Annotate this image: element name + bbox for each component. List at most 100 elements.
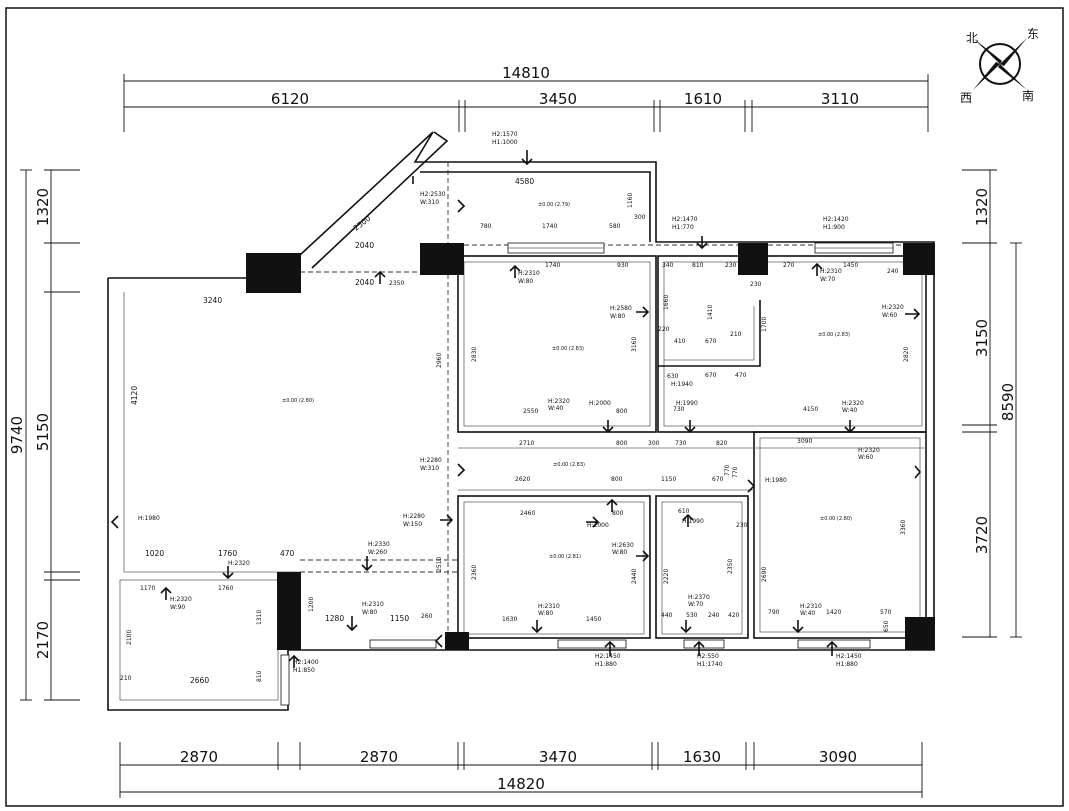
dim-bottom-total-label: 14820: [497, 775, 545, 793]
note: H:2280: [403, 513, 425, 520]
note: H:1990: [676, 400, 698, 407]
note: W:80: [538, 610, 553, 617]
note: H2:2530: [420, 191, 446, 198]
note: 1420: [826, 609, 841, 616]
note: 1150: [390, 614, 409, 623]
note: W:70: [820, 276, 835, 283]
note: 2510: [436, 557, 443, 572]
dim-left-part-1: 1320: [34, 188, 52, 226]
annotations: H2:1570 H1:1000 H2:2530 W:310 4580 2500 …: [120, 131, 910, 685]
note: 2040: [355, 278, 374, 287]
note: H1:880: [836, 661, 858, 668]
note: H2:1570: [492, 131, 518, 138]
note: 260: [421, 613, 433, 620]
note: 4580: [515, 177, 534, 186]
note: 1310: [256, 610, 263, 625]
note: 2350: [389, 280, 404, 287]
note: 2960: [436, 353, 443, 368]
note: H:2320: [882, 304, 904, 311]
note: W:150: [403, 521, 422, 528]
note: W:40: [548, 405, 563, 412]
note: H:2000: [587, 522, 609, 529]
dim-bottom-total: 14820: [120, 775, 922, 793]
note: H:1940: [671, 381, 693, 388]
note: H:2310: [820, 268, 842, 275]
level-label: ±0.00 (2.80): [820, 516, 852, 522]
drawing-frame: [5, 7, 1064, 807]
note: 1700: [761, 317, 768, 332]
note: W:40: [842, 407, 857, 414]
note: 470: [280, 549, 295, 558]
note: H1:770: [672, 224, 694, 231]
note: H:1980: [138, 515, 160, 522]
note: H:2320: [858, 447, 880, 454]
note: 770: [724, 464, 731, 476]
dim-bottom-part-1: 2870: [180, 748, 218, 766]
note: 3090: [797, 438, 812, 445]
note: 780: [480, 223, 492, 230]
note: 230: [725, 262, 737, 269]
note: 4120: [130, 386, 139, 405]
note: 420: [728, 612, 740, 619]
note: 800: [612, 510, 624, 517]
dim-top-part-2: 3450: [539, 90, 577, 108]
note: 210: [730, 331, 742, 338]
note: H:2320: [170, 596, 192, 603]
level-label: ±0.00 (2.83): [818, 332, 850, 338]
note: H2:550: [697, 653, 719, 660]
note: 240: [708, 612, 720, 619]
note: 2550: [523, 408, 538, 415]
dim-right-part-1: 1320: [973, 188, 991, 226]
note: 2620: [515, 476, 530, 483]
note: 1450: [843, 262, 858, 269]
structural-columns: [246, 243, 935, 650]
note: 730: [675, 440, 687, 447]
note: 800: [611, 476, 623, 483]
note: 2660: [190, 676, 209, 685]
note: H:2310: [800, 603, 822, 610]
note: H2:1400: [293, 659, 319, 666]
dim-top-part-3: 1610: [684, 90, 722, 108]
note: 1660: [663, 295, 670, 310]
note: H1:850: [293, 667, 315, 674]
level-label: ±0.00 (2.79): [538, 202, 570, 208]
note: 1740: [542, 223, 557, 230]
note: H:2580: [610, 305, 632, 312]
note: 2710: [519, 440, 534, 447]
note: 2440: [631, 569, 638, 584]
level-label: ±0.00 (2.83): [552, 346, 584, 352]
dim-right-total-label: 8590: [999, 383, 1017, 421]
note: 230: [736, 522, 748, 529]
note: W:80: [612, 549, 627, 556]
dim-right-part-2: 3150: [973, 319, 991, 357]
dim-right-part-3: 3720: [973, 516, 991, 554]
note: 1630: [502, 616, 517, 623]
note: H1:900: [823, 224, 845, 231]
note: 410: [674, 338, 686, 345]
note: 4150: [803, 406, 818, 413]
note: H2:1470: [672, 216, 698, 223]
note: H:2320: [228, 560, 250, 567]
note: 1450: [586, 616, 601, 623]
dim-right-total: 8590: [999, 242, 1022, 638]
note: 570: [880, 609, 892, 616]
note: 2040: [355, 241, 374, 250]
dim-left-part-2: 5150: [34, 413, 52, 451]
dim-top-total-label: 14810: [502, 64, 550, 82]
note: W:60: [882, 312, 897, 319]
note: 440: [661, 612, 673, 619]
note: 770: [732, 466, 739, 478]
note: 670: [705, 338, 717, 345]
note: H:1990: [682, 518, 704, 525]
note: 610: [678, 508, 690, 515]
note: 670: [712, 476, 724, 483]
note: 240: [887, 268, 899, 275]
note: 1280: [325, 614, 344, 623]
note: 630: [667, 373, 679, 380]
note: 790: [768, 609, 780, 616]
note: 2460: [520, 510, 535, 517]
dim-top-part-1: 6120: [271, 90, 309, 108]
windows: [280, 242, 894, 706]
note: W:90: [170, 604, 185, 611]
note: 1410: [707, 305, 714, 320]
